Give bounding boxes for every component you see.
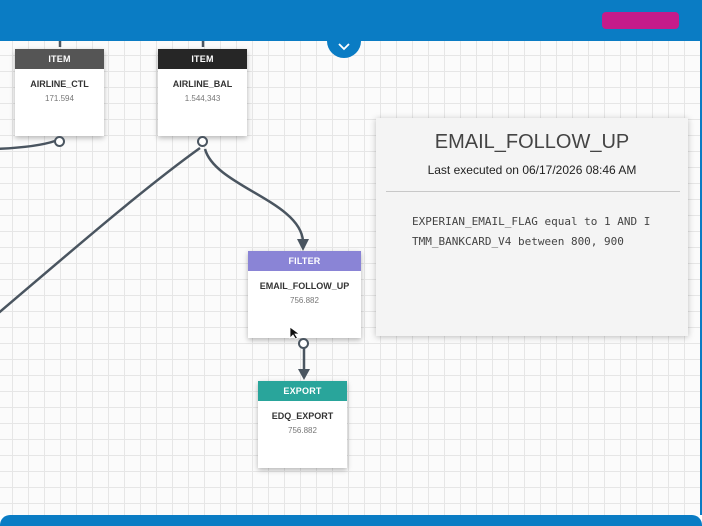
node-type-label: EXPORT xyxy=(258,381,347,401)
chevron-down-icon xyxy=(338,43,350,51)
link-bal-to-left xyxy=(0,146,201,314)
action-button[interactable] xyxy=(602,12,679,29)
node-count: 756.882 xyxy=(288,426,317,435)
node-details-panel: EMAIL_FOLLOW_UP Last executed on 06/17/2… xyxy=(376,118,688,336)
node-email-follow-up[interactable]: FILTER EMAIL_FOLLOW_UP 756.882 xyxy=(248,251,361,338)
node-name: AIRLINE_BAL xyxy=(172,79,233,89)
link-bal-to-filter xyxy=(203,148,305,242)
node-name: AIRLINE_CTL xyxy=(30,79,89,89)
connection-lines xyxy=(0,41,310,380)
node-type-label: ITEM xyxy=(15,49,104,69)
arrowhead-export xyxy=(298,369,310,380)
node-count: 1.544,343 xyxy=(184,94,221,103)
node-name: EMAIL_FOLLOW_UP xyxy=(259,281,350,291)
mouse-pointer-icon xyxy=(289,326,301,340)
divider xyxy=(386,191,680,192)
node-name: EDQ_EXPORT xyxy=(271,411,334,421)
node-type-label: ITEM xyxy=(158,49,247,69)
node-count: 171.594 xyxy=(45,94,74,103)
details-title: EMAIL_FOLLOW_UP xyxy=(434,131,630,153)
output-port-airline-ctl[interactable] xyxy=(54,136,65,147)
link-left-offscreen xyxy=(0,139,56,151)
node-type-label: FILTER xyxy=(248,251,361,271)
output-port-email-follow-up[interactable] xyxy=(298,338,309,349)
node-airline-ctl[interactable]: ITEM AIRLINE_CTL 171.594 xyxy=(15,49,104,136)
node-airline-bal[interactable]: ITEM AIRLINE_BAL 1.544,343 xyxy=(158,49,247,136)
node-edq-export[interactable]: EXPORT EDQ_EXPORT 756.882 xyxy=(258,381,347,468)
arrowhead-filter xyxy=(297,239,309,251)
node-count: 756.882 xyxy=(290,296,319,305)
bottom-bar xyxy=(0,515,702,526)
last-executed-text: Last executed on 06/17/2026 08:46 AM xyxy=(427,163,637,177)
output-port-airline-bal[interactable] xyxy=(197,136,208,147)
filter-expression: EXPERIAN_EMAIL_FLAG equal to 1 AND ITMM_… xyxy=(412,215,651,248)
